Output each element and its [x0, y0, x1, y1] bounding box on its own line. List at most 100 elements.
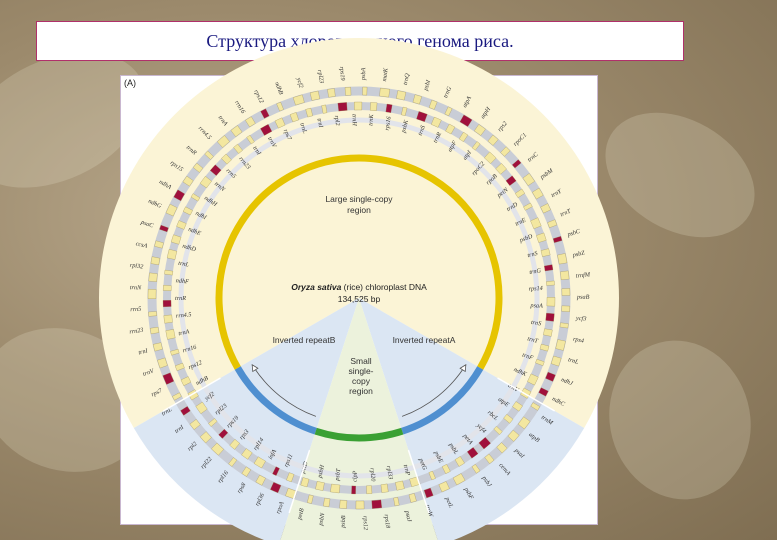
ira-arc	[401, 366, 484, 435]
gene-block	[217, 135, 230, 148]
gene-block	[218, 428, 229, 439]
genome-size: 134,525 bp	[338, 294, 381, 304]
ssc-label-line-1: Small	[350, 356, 371, 366]
gene-label: trnI	[173, 423, 185, 435]
gene-block	[165, 203, 178, 217]
gene-label: trnQ	[402, 72, 411, 85]
gene-block	[260, 108, 270, 119]
gene-label: trnI	[138, 347, 150, 356]
gene-block	[182, 206, 193, 216]
ssc-label-line-4: region	[349, 386, 373, 396]
gene-block	[176, 220, 187, 230]
inner-region-arcs	[162, 154, 556, 514]
gene-label: rps7	[282, 128, 293, 142]
gene-block	[522, 173, 535, 186]
gene-label: trnL	[178, 260, 190, 269]
gene-block	[396, 90, 407, 101]
ira-ssc-boundary	[407, 449, 430, 514]
gene-label: rpl32	[129, 262, 143, 271]
gene-block	[444, 106, 453, 117]
gene-block	[362, 86, 368, 96]
gene-block	[339, 499, 348, 509]
gene-block	[189, 419, 201, 430]
ira-arrowhead	[459, 364, 467, 373]
gene-label: clpP	[352, 470, 359, 482]
gene-block	[246, 134, 255, 145]
gene-label: psaB	[576, 294, 590, 301]
gene-block	[474, 124, 486, 136]
gene-label: ndhF	[175, 277, 189, 285]
lsc-ira-boundary	[497, 377, 556, 412]
gene-block	[540, 203, 551, 214]
gene-block	[274, 117, 286, 129]
gene-label: trnL	[160, 406, 173, 418]
gene-block	[550, 355, 562, 367]
gene-block	[307, 494, 314, 504]
gene-label: rps12	[187, 359, 203, 371]
gene-block	[471, 141, 481, 151]
gene-block	[459, 114, 473, 127]
gene-block	[408, 493, 417, 503]
gene-block	[208, 418, 218, 427]
gene-block	[530, 217, 542, 229]
gene-block	[230, 125, 243, 137]
gene-block	[560, 270, 570, 280]
gene-label: rrn16	[182, 343, 198, 354]
gene-label: psbH	[316, 464, 326, 480]
gene-block	[209, 164, 222, 176]
gene-block	[505, 175, 517, 186]
gene-block	[321, 104, 328, 114]
gene-block	[292, 94, 305, 106]
gene-block	[199, 431, 212, 444]
inverted-repeat-a-label: Inverted repeatA	[393, 335, 456, 345]
gene-label: petG	[417, 456, 428, 471]
gene-label: rpl2	[333, 115, 341, 126]
gene-label: petB	[296, 507, 306, 521]
gene-block	[379, 87, 390, 98]
gene-block	[454, 456, 465, 467]
gene-block	[255, 474, 266, 486]
inner-ring	[178, 117, 540, 479]
gene-label: ycf3	[575, 315, 587, 323]
gene-block	[431, 116, 442, 128]
gene-label: rps14	[528, 285, 542, 293]
gene-block	[543, 328, 553, 337]
gene-block	[369, 102, 378, 111]
gene-label: trnG	[529, 267, 542, 276]
ssc-arc	[314, 427, 404, 442]
ssc-sector	[280, 298, 438, 540]
gene-block	[253, 456, 266, 469]
gene-block	[221, 153, 232, 165]
gene-label: trnS	[530, 319, 541, 327]
irb-arrowhead	[251, 364, 259, 373]
gene-label: trnV	[142, 367, 156, 378]
gene-block	[538, 387, 549, 397]
gene-block	[540, 248, 551, 257]
gene-block	[380, 483, 389, 493]
gene-block	[423, 487, 434, 499]
gene-block	[344, 87, 352, 96]
gene-block	[428, 99, 438, 110]
gene-block	[150, 256, 161, 266]
gene-blocks	[147, 86, 571, 510]
genome-title-rest: (rice) chloroplast DNA	[341, 282, 427, 292]
gene-label: psbB	[339, 515, 347, 529]
gene-block	[233, 143, 243, 154]
gene-label: ndhD	[182, 243, 198, 254]
gene-block	[199, 176, 212, 189]
gene-block	[507, 429, 520, 442]
background-leaf	[591, 324, 769, 516]
gene-block	[165, 329, 176, 340]
gene-block	[309, 90, 320, 101]
gene-block	[559, 322, 569, 329]
gene-block	[535, 359, 545, 366]
gene-block	[495, 163, 507, 175]
gene-block	[471, 464, 481, 474]
gene-block	[162, 372, 175, 385]
gene-block	[527, 373, 539, 386]
gene-block	[561, 288, 571, 296]
genome-title: Oryza sativa (rice) chloroplast DNA	[291, 282, 427, 292]
gene-block	[148, 272, 158, 282]
lsc-label-line-2: region	[347, 205, 371, 215]
gene-block	[241, 448, 253, 460]
